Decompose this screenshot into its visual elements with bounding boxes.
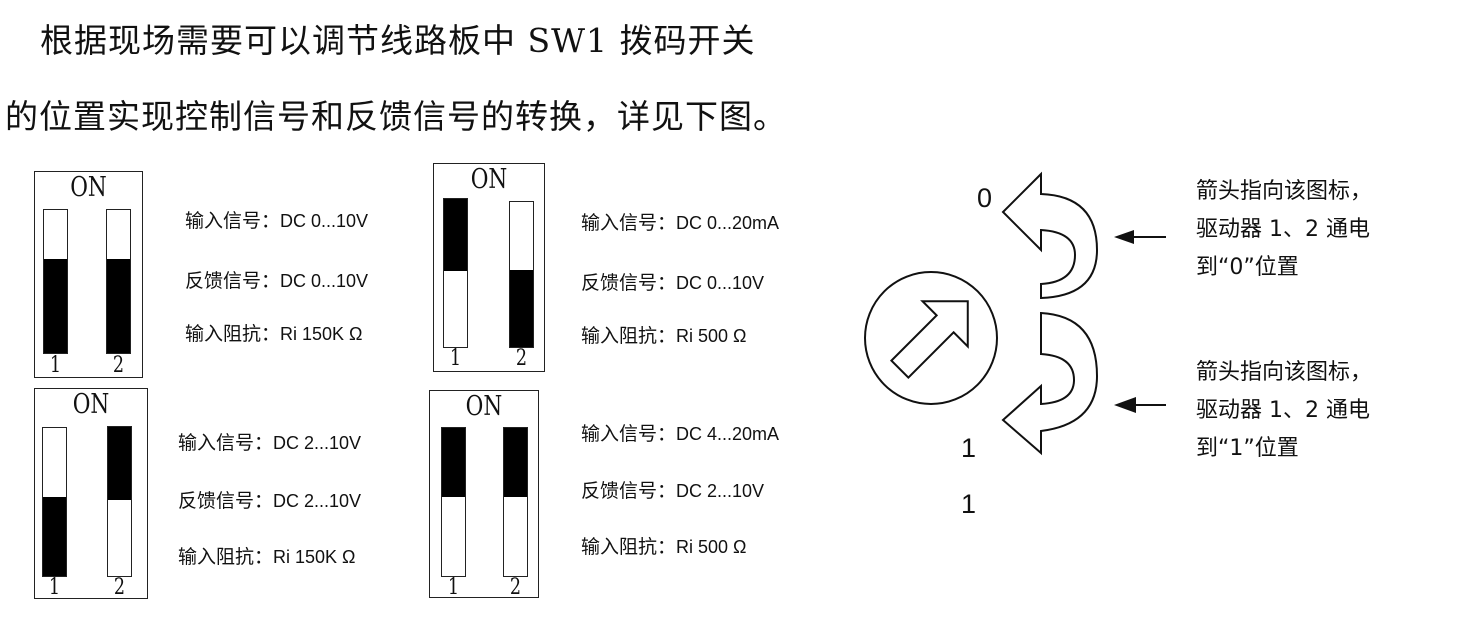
slider-1: [43, 497, 66, 576]
note-line: 到“1”位置: [1196, 436, 1299, 461]
input-impedance-label: 输入阻抗：: [178, 546, 274, 568]
switch-slot-1: [43, 209, 68, 354]
feedback-signal-label: 反馈信号：: [581, 480, 677, 502]
feedback-signal-value: DC 2...10V: [676, 481, 765, 501]
switch-slot-1: [443, 198, 468, 348]
spec-input-2: 输入信号：DC 0...20mA: [581, 214, 779, 233]
position-2-label: 2: [112, 353, 125, 378]
input-impedance-label: 输入阻抗：: [185, 323, 281, 345]
input-signal-value: DC 0...20mA: [676, 213, 780, 233]
input-signal-value: DC 0...10V: [280, 211, 369, 231]
slider-2: [510, 270, 533, 347]
note-line: 到“0”位置: [1196, 255, 1299, 280]
spec-feedback-4: 反馈信号：DC 2...10V: [581, 482, 764, 501]
dip-switch-4: ON 1 2: [429, 390, 539, 600]
slider-2: [504, 428, 527, 497]
dial-arrow-icon: [889, 300, 969, 380]
spec-impedance-3: 输入阻抗：Ri 150K Ω: [178, 548, 356, 567]
position-1-label: 1: [49, 353, 62, 378]
switch-slot-2: [107, 426, 132, 577]
position-1-label-a: 1: [961, 433, 977, 463]
dip-switch-3: ON 1 2: [34, 388, 148, 599]
intro-line-2: 的位置实现控制信号和反馈信号的转换，详见下图。: [5, 97, 787, 136]
spec-feedback-2: 反馈信号：DC 0...10V: [581, 274, 764, 293]
pointer-arrow-bottom-icon: [1114, 397, 1166, 413]
switch-slot-2: [503, 427, 528, 577]
spec-feedback-3: 反馈信号：DC 2...10V: [178, 492, 361, 511]
spec-impedance-1: 输入阻抗：Ri 150K Ω: [185, 325, 363, 344]
switch-slot-1: [441, 427, 466, 577]
position-1-label: 1: [48, 575, 61, 600]
input-signal-value: DC 4...20mA: [676, 424, 780, 444]
feedback-signal-label: 反馈信号：: [178, 490, 274, 512]
feedback-signal-value: DC 0...10V: [280, 271, 369, 291]
input-impedance-value: Ri 500 Ω: [676, 326, 747, 346]
position-2-label: 2: [515, 346, 528, 371]
input-signal-label: 输入信号：: [581, 212, 677, 234]
slider-1: [442, 428, 465, 497]
note-line: 驱动器 1、2 通电: [1196, 398, 1370, 423]
note-position-1: 箭头指向该图标， 驱动器 1、2 通电 到“1”位置: [1196, 354, 1372, 468]
note-position-0: 箭头指向该图标， 驱动器 1、2 通电 到“0”位置: [1196, 173, 1372, 287]
input-signal-value: DC 2...10V: [273, 433, 362, 453]
slider-2: [108, 427, 131, 500]
input-impedance-label: 输入阻抗：: [581, 325, 677, 347]
on-label: ON: [70, 172, 107, 203]
spec-input-3: 输入信号：DC 2...10V: [178, 434, 361, 453]
pointer-arrow-top-icon: [1114, 230, 1166, 244]
position-1-label: 1: [449, 346, 462, 371]
input-signal-label: 输入信号：: [581, 423, 677, 445]
position-1-label-b: 1: [961, 489, 977, 519]
spec-input-4: 输入信号：DC 4...20mA: [581, 425, 779, 444]
position-2-label: 2: [509, 575, 522, 600]
input-impedance-value: Ri 150K Ω: [273, 547, 356, 567]
feedback-signal-label: 反馈信号：: [581, 272, 677, 294]
note-line: 驱动器 1、2 通电: [1196, 217, 1370, 242]
position-2-label: 2: [113, 575, 126, 600]
switch-slot-2: [106, 209, 131, 354]
dip-switch-1: ON 1 2: [34, 171, 143, 378]
curved-arrow-down-icon: [1001, 311, 1099, 456]
on-label: ON: [465, 391, 503, 422]
on-label: ON: [72, 389, 110, 420]
input-impedance-label: 输入阻抗：: [581, 536, 677, 558]
switch-slot-1: [42, 427, 67, 577]
slider-2: [107, 259, 130, 353]
curved-arrow-up-icon: [1001, 171, 1099, 300]
feedback-signal-value: DC 2...10V: [273, 491, 362, 511]
intro-line-1: 根据现场需要可以调节线路板中 SW1 拨码开关: [40, 21, 756, 60]
position-1-label: 1: [447, 575, 460, 600]
spec-input-1: 输入信号：DC 0...10V: [185, 212, 368, 231]
spec-impedance-2: 输入阻抗：Ri 500 Ω: [581, 327, 747, 346]
dip-switch-2: ON 1 2: [433, 163, 545, 372]
on-label: ON: [470, 164, 508, 195]
input-impedance-value: Ri 500 Ω: [676, 537, 747, 557]
spec-feedback-1: 反馈信号：DC 0...10V: [185, 272, 368, 291]
note-line: 箭头指向该图标，: [1196, 179, 1373, 204]
slider-1: [444, 199, 467, 271]
input-signal-label: 输入信号：: [178, 432, 274, 454]
feedback-signal-value: DC 0...10V: [676, 273, 765, 293]
note-line: 箭头指向该图标，: [1196, 360, 1373, 385]
input-signal-label: 输入信号：: [185, 210, 281, 232]
spec-impedance-4: 输入阻抗：Ri 500 Ω: [581, 538, 747, 557]
input-impedance-value: Ri 150K Ω: [280, 324, 363, 344]
switch-slot-2: [509, 201, 534, 348]
feedback-signal-label: 反馈信号：: [185, 270, 281, 292]
slider-1: [44, 259, 67, 353]
position-0-label: 0: [977, 183, 993, 213]
